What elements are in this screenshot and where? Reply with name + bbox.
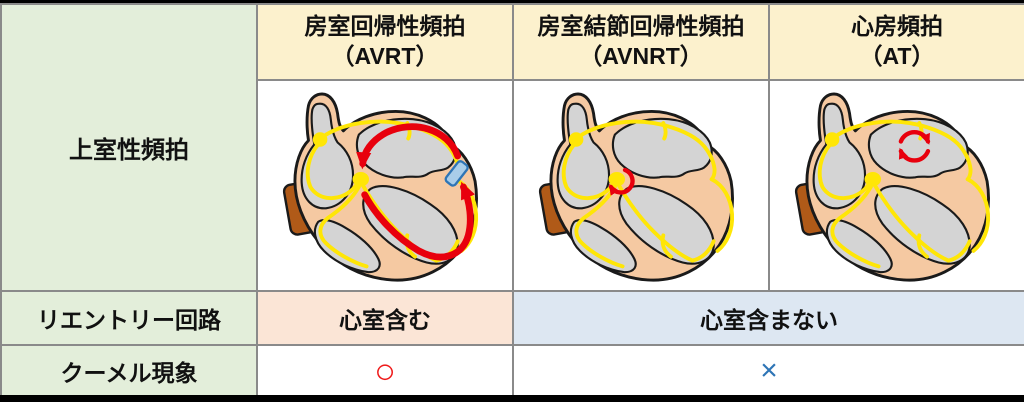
heart-diagram-at-icon: [793, 91, 991, 282]
at-abbr: （AT）: [859, 43, 935, 69]
at-title: 心房頻拍: [851, 13, 943, 40]
svt-comparison-table: 上室性頻拍 房室回帰性頻拍 （AVRT） 房室結節回帰性頻拍 （AVNRT） 心…: [0, 3, 1024, 395]
column-header-avrt: 房室回帰性頻拍 （AVRT）: [256, 3, 514, 81]
avnrt-node-reentry-icon: [608, 167, 635, 196]
coumel-phenomenon-label: クーメル現象: [60, 359, 198, 386]
row-label-supraventricular-tachycardia: 上室性頻拍: [0, 3, 258, 292]
avnrt-title: 房室結節回帰性頻拍: [537, 13, 745, 40]
avrt-heart-cell: [256, 79, 514, 292]
column-header-avnrt: 房室結節回帰性頻拍 （AVNRT）: [512, 3, 770, 81]
at-atrial-reentry-icon: [898, 129, 931, 163]
avrt-title: 房室回帰性頻拍: [304, 13, 466, 40]
at-heart-cell: [768, 79, 1024, 292]
avrt-abbr: （AVRT）: [331, 43, 439, 69]
heart-diagram-avnrt-icon: [537, 91, 735, 282]
coumel-avnrt-at-cell: ×: [512, 344, 1024, 395]
reentry-avrt-value: 心室含む: [339, 307, 431, 333]
coumel-avrt-cell: ○: [256, 344, 514, 395]
row-label-coumel-phenomenon: クーメル現象: [0, 344, 258, 395]
reentry-circuit-label: リエントリー回路: [37, 307, 221, 333]
supraventricular-tachycardia-label: 上室性頻拍: [69, 137, 189, 164]
column-header-at: 心房頻拍 （AT）: [768, 3, 1024, 81]
cross-no-mark: ×: [760, 353, 778, 387]
reentry-avnrt-at-cell: 心室含まない: [512, 290, 1024, 346]
avrt-reentry-loop-icon: [356, 122, 475, 260]
reentry-avnrt-at-value: 心室含まない: [700, 307, 838, 333]
circle-yes-mark: ○: [374, 349, 396, 391]
avnrt-heart-cell: [512, 79, 770, 292]
heart-diagram-avrt-icon: [281, 91, 479, 282]
avnrt-abbr: （AVNRT）: [579, 43, 703, 69]
row-label-reentry-circuit: リエントリー回路: [0, 290, 258, 346]
accessory-pathway-icon: [444, 159, 469, 187]
reentry-avrt-cell: 心室含む: [256, 290, 514, 346]
